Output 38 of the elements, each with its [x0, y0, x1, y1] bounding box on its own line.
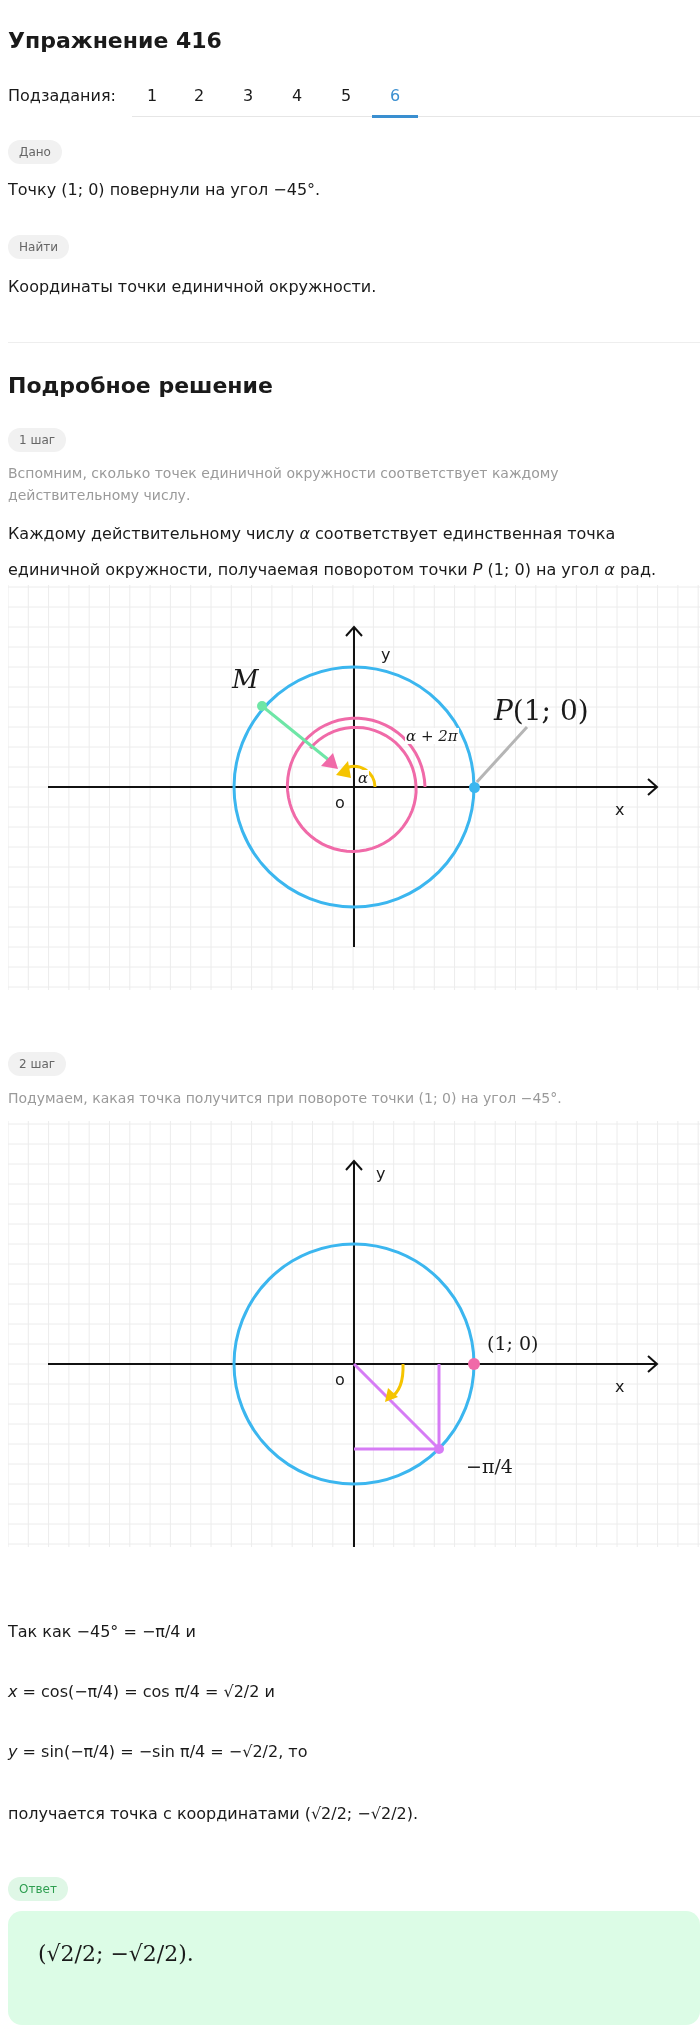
tab-label: 2: [194, 86, 205, 105]
origin-label: o: [335, 793, 345, 812]
origin-label: o: [335, 1370, 345, 1389]
hint-text: Подумаем, какая точка получится при повороте точки (1; 0) на угол −45°.: [8, 1089, 563, 1108]
step-badge: 2 шаг: [8, 1052, 67, 1076]
tab-label: 1: [147, 86, 158, 105]
axis-label: x: [615, 1377, 625, 1396]
math-line: Так как −45° = −π/4 и: [8, 1622, 196, 1641]
hint-text: Вспомним, сколько точек единичной окружности соответствует каждому действительному числу.: [8, 464, 560, 505]
tag-badge: Найти: [8, 235, 69, 259]
answer-badge: Ответ: [8, 1877, 68, 1901]
tag-badge: Дано: [8, 140, 62, 164]
point-marker: [469, 782, 480, 793]
axis-label: y: [381, 645, 391, 664]
answer-card: (√2/2; −√2/2).: [8, 1911, 700, 2025]
task-text: Координаты точки единичной окружности.: [8, 277, 377, 296]
math-line: y = sin(−π/4) = −sin π/4 = −√2/2, то: [8, 1742, 308, 1761]
point-label: P(1; 0): [494, 694, 589, 727]
axis-label: x: [615, 800, 625, 819]
step-badge: 1 шаг: [8, 428, 67, 452]
angle-label: α + 2π: [405, 728, 459, 744]
section-heading: Подробное решение: [8, 373, 273, 398]
angle-label: α: [357, 770, 370, 786]
task-text: Точку (1; 0) повернули на угол −45°.: [8, 180, 321, 199]
math-line: получается точка с координатами (√2/2; −√2/2).: [8, 1804, 419, 1823]
tab-label: 3: [243, 86, 254, 105]
explanation-text: Каждому действительному числу α соответствует единственная точка единичной окружности, получаемая поворотом точки P (1; 0) на угол α рад.: [8, 523, 658, 581]
point-label: M: [232, 664, 259, 694]
text: Подзадания:: [8, 86, 116, 105]
axis-label: y: [376, 1164, 386, 1183]
page-title: Упражнение 416: [8, 28, 222, 53]
tab-label: 6: [390, 86, 401, 105]
angle-label: −π/4: [466, 1455, 513, 1477]
tab-label: 5: [341, 86, 352, 105]
leader-line: [475, 726, 529, 783]
point-label: (1; 0): [487, 1332, 539, 1354]
math-line: x = cos(−π/4) = cos π/4 = √2/2 и: [8, 1682, 275, 1701]
tab-label: 4: [292, 86, 303, 105]
